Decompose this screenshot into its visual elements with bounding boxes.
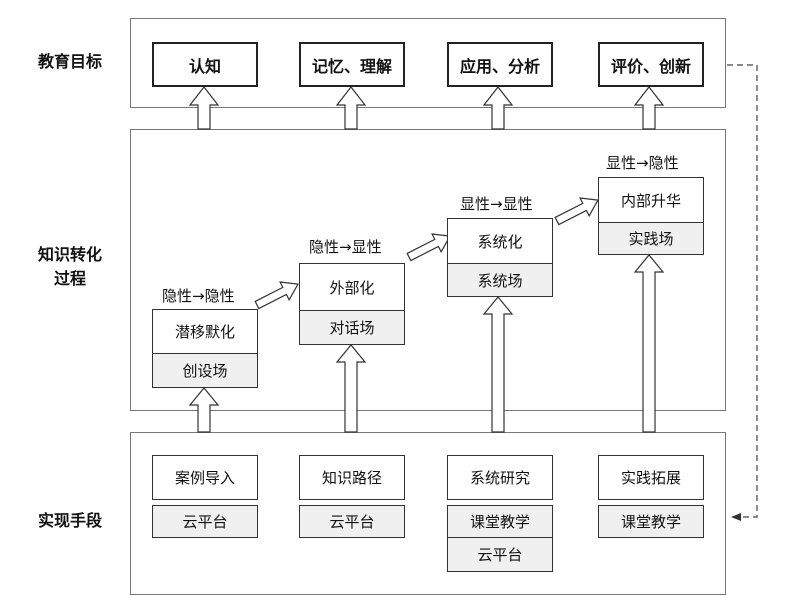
arrow-up-to-goal-3: [482, 86, 514, 130]
stage-field-2: 对话场: [299, 310, 405, 345]
arrow-stage-1-to-2: [254, 281, 299, 310]
means-tool-1-1: 云平台: [152, 505, 258, 538]
arrow-up-to-goal-1: [188, 86, 220, 130]
section-label-goals: 教育目标: [37, 52, 102, 71]
section-label-process-line2: 过程: [53, 269, 86, 288]
means-title-3: 系统研究: [447, 455, 553, 500]
stage-process-3: 系统化: [447, 218, 553, 264]
stage-process-1: 潜移默化: [152, 309, 258, 354]
goal-box-3: 应用、分析: [447, 42, 553, 87]
means-title-1: 案例导入: [152, 455, 258, 500]
arrow-up-to-goal-2: [335, 86, 367, 130]
means-tool-2-1: 云平台: [299, 505, 405, 538]
section-label-means: 实现手段: [37, 511, 102, 530]
arrow-up-to-stage-2: [335, 344, 367, 433]
transition-label-2: 隐性→显性: [309, 238, 382, 256]
arrow-stage-3-to-4: [554, 197, 599, 226]
arrow-up-to-stage-1: [188, 387, 220, 433]
stage-field-3: 系统场: [447, 263, 553, 297]
transition-label-1: 隐性→隐性: [162, 287, 235, 305]
stage-field-4: 实践场: [598, 222, 704, 255]
arrow-up-to-stage-3: [482, 296, 514, 433]
transition-label-3: 显性→显性: [460, 195, 533, 213]
section-label-process-line1: 知识转化: [37, 245, 102, 264]
arrow-up-to-stage-4: [633, 254, 665, 433]
feedback-dashed-line: [727, 64, 758, 521]
means-title-2: 知识路径: [299, 455, 405, 500]
means-tool-3-1: 课堂教学: [447, 505, 553, 538]
means-tool-3-2: 云平台: [447, 537, 553, 572]
arrow-up-to-goal-4: [633, 86, 665, 130]
means-tool-4-1: 课堂教学: [598, 505, 704, 538]
means-title-4: 实践拓展: [598, 455, 704, 500]
stage-field-1: 创设场: [152, 353, 258, 388]
goal-box-4: 评价、创新: [598, 42, 704, 87]
section-label-process: 知识转化 过程: [20, 243, 120, 291]
transition-label-4: 显性→隐性: [606, 154, 679, 172]
arrow-stage-2-to-3: [406, 233, 451, 262]
goal-box-1: 认知: [152, 42, 258, 87]
stage-process-2: 外部化: [299, 263, 405, 311]
goal-box-2: 记忆、理解: [299, 42, 405, 87]
stage-process-4: 内部升华: [598, 177, 704, 223]
